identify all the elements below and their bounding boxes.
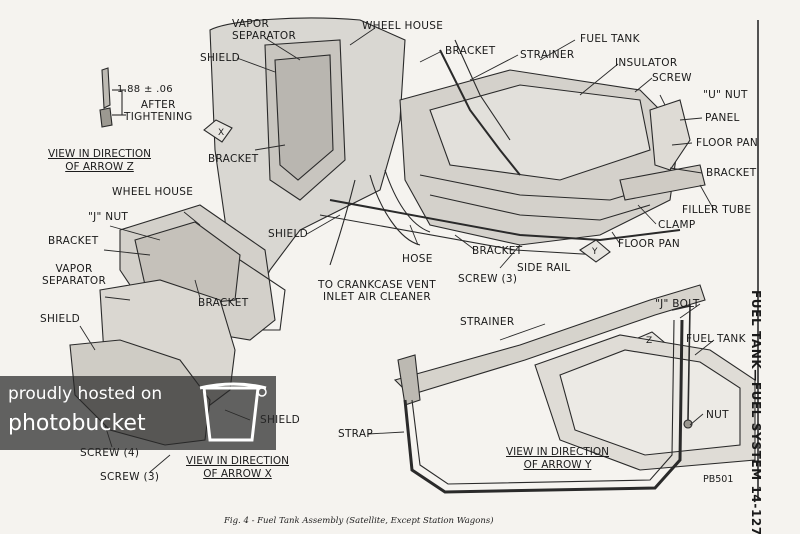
label-panel: PANEL bbox=[705, 112, 740, 124]
figure-code: PB501 bbox=[703, 474, 734, 485]
label-filler-tube: FILLER TUBE bbox=[682, 204, 752, 216]
label-arrow-x: X bbox=[218, 128, 225, 138]
label-u-nut: "U" NUT bbox=[703, 89, 748, 101]
view-z-line1: VIEW IN DIRECTION bbox=[48, 148, 151, 160]
watermark-line2: photobucket bbox=[8, 411, 146, 436]
label-hose: HOSE bbox=[402, 253, 433, 265]
figure-caption: Fig. 4 - Fuel Tank Assembly (Satellite, … bbox=[224, 516, 494, 526]
label-shield-top: SHIELD bbox=[200, 52, 241, 64]
label-strainer-top: STRAINER bbox=[520, 49, 575, 61]
label-fuel-tank-top: FUEL TANK bbox=[580, 33, 640, 45]
label-arrow-y: Y bbox=[592, 247, 598, 257]
view-arrow-y-caption: VIEW IN DIRECTION OF ARROW Y bbox=[506, 446, 609, 472]
label-crankcase-vent: TO CRANKCASE VENT INLET AIR CLEANER bbox=[318, 279, 436, 304]
view-y-line2: OF ARROW Y bbox=[523, 459, 592, 472]
label-bracket-left3: BRACKET bbox=[198, 297, 249, 309]
label-wheel-house-left: WHEEL HOUSE bbox=[112, 186, 194, 198]
label-floor-pan-right: FLOOR PAN bbox=[696, 137, 759, 149]
photobucket-logo-icon bbox=[199, 382, 267, 442]
view-y-line1: VIEW IN DIRECTION bbox=[506, 446, 609, 458]
label-bracket-top: BRACKET bbox=[445, 45, 496, 57]
label-strainer-bottom: STRAINER bbox=[460, 316, 515, 328]
label-floor-pan-bottom: FLOOR PAN bbox=[618, 238, 681, 250]
view-x-line2: OF ARROW X bbox=[203, 468, 272, 481]
label-screw-3-mid: SCREW (3) bbox=[458, 273, 518, 285]
view-x-line1: VIEW IN DIRECTION bbox=[186, 455, 289, 467]
label-arrow-z: Z bbox=[646, 336, 653, 346]
view-z-line2: OF ARROW Z bbox=[65, 161, 134, 174]
label-side-rail: SIDE RAIL bbox=[517, 262, 571, 274]
label-clamp: CLAMP bbox=[658, 219, 696, 231]
label-bracket-right: BRACKET bbox=[706, 167, 757, 179]
view-arrow-x-caption: VIEW IN DIRECTION OF ARROW X bbox=[186, 455, 289, 481]
label-j-nut: "J" NUT bbox=[88, 211, 129, 223]
label-insulator: INSULATOR bbox=[615, 57, 678, 69]
label-screw-top: SCREW bbox=[652, 72, 692, 84]
label-screw-4: SCREW (4) bbox=[80, 447, 140, 459]
photobucket-watermark: proudly hosted on photobucket bbox=[0, 376, 276, 450]
side-section-title: FUEL TANK—FUEL SYSTEM 14-127 bbox=[749, 290, 763, 534]
label-vapor-separator-top: VAPOR SEPARATOR bbox=[232, 18, 297, 43]
label-bracket-left2: BRACKET bbox=[48, 235, 99, 247]
watermark-line1: proudly hosted on bbox=[8, 384, 163, 404]
view-arrow-z-caption: VIEW IN DIRECTION OF ARROW Z bbox=[48, 148, 151, 174]
label-bracket-left: BRACKET bbox=[208, 153, 259, 165]
label-nut: NUT bbox=[706, 409, 729, 421]
label-strap: STRAP bbox=[338, 428, 373, 440]
label-shield-mid: SHIELD bbox=[268, 228, 309, 240]
label-bracket-mid: BRACKET bbox=[472, 245, 523, 257]
label-screw-3-left: SCREW (3) bbox=[100, 471, 160, 483]
label-fuel-tank-bottom: FUEL TANK bbox=[686, 333, 746, 345]
label-vapor-separator-left: VAPOR SEPARATOR bbox=[42, 263, 107, 288]
label-dimension: 1.88 ± .06 bbox=[117, 84, 173, 95]
label-wheel-house-top: WHEEL HOUSE bbox=[362, 20, 444, 32]
label-j-bolt: "J" BOLT bbox=[655, 298, 700, 310]
label-after-tightening: AFTER TIGHTENING bbox=[124, 99, 193, 124]
label-shield-left: SHIELD bbox=[40, 313, 81, 325]
